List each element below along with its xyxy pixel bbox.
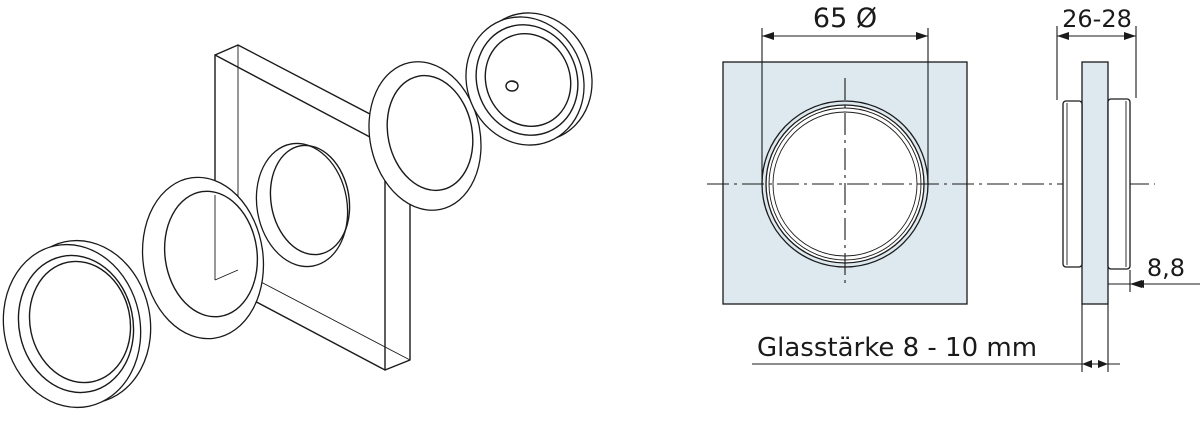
front-spacer-ring [141, 176, 265, 340]
rear-flange [1062, 100, 1083, 268]
cup-pin-icon [505, 80, 519, 92]
dimension-inset [1108, 270, 1200, 292]
exploded-view [2, 12, 593, 409]
front-view [707, 28, 1155, 305]
dimension-diameter [761, 28, 929, 185]
label-glass-thickness: Glasstärke 8 - 10 mm [757, 333, 1037, 363]
label-diameter: 65 Ø [813, 3, 877, 34]
glass-bore-hole [255, 142, 351, 268]
label-inset: 8,8 [1147, 254, 1185, 282]
rear-spacer-ring [368, 61, 482, 211]
front-cup-ring [2, 239, 152, 409]
label-depth: 26-28 [1062, 5, 1132, 33]
rear-cup [465, 12, 593, 146]
glass-pane-side [1081, 61, 1109, 305]
side-view [752, 26, 1200, 372]
dimension-depth [1056, 26, 1137, 100]
dimension-glass-thickness [752, 304, 1120, 372]
front-flange [1107, 98, 1131, 270]
